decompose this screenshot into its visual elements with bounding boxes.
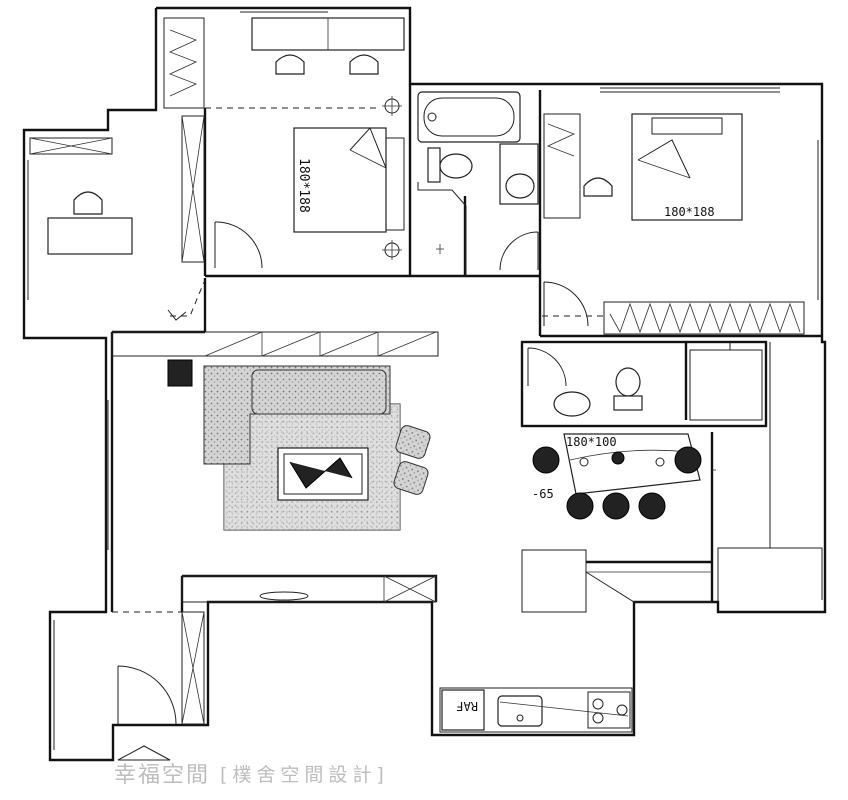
bathtub [417,91,521,143]
armchair [393,461,429,495]
pillar [167,359,193,387]
master-chair-1 [275,54,305,75]
sink [553,391,591,417]
master-bath [417,91,539,276]
entry-door [117,665,177,725]
stove [587,691,631,729]
hall-cabinet [111,331,439,357]
master-chair-2 [349,54,379,75]
guest-bath [527,342,763,421]
door-swing [499,231,539,271]
dining-area: 180*100 -65 [532,433,716,520]
dining-chair [674,446,702,474]
door-swing [527,347,567,387]
lamp-icon [382,240,402,260]
dining-dim: -65 [532,487,554,501]
watermark: 幸福空間 [樸舍空間設計] [114,759,389,788]
entrance [112,611,205,761]
dining-table [563,433,701,495]
toilet-bowl [615,367,641,397]
living-room [167,359,431,531]
second-bedroom: 180*188 [542,113,805,335]
sink [505,173,535,199]
watermark-designer: [樸舍空間設計] [220,763,389,786]
master-bed-size: 180*188 [296,158,311,213]
bedroom-chair [583,177,613,197]
study-chair [73,191,103,215]
door-swing [543,281,589,327]
windows [27,11,819,750]
dining-table-size: 180*100 [566,435,617,449]
dining-chair [602,492,630,520]
master-bed [293,127,387,233]
coffee-table [277,447,369,501]
home-icon [117,745,171,761]
study-desk [47,217,133,255]
study-room [29,115,205,321]
pendant-light [259,591,309,601]
fridge-label: RAF [456,699,478,713]
dining-chair [566,492,594,520]
toilet-tank [427,147,441,183]
master-bedroom: 180*188 [163,17,405,269]
armchair [395,425,431,459]
second-bed-size: 180*188 [664,205,715,219]
toilet-bowl [439,153,473,179]
kitchen-sink [497,695,543,727]
kitchen: RAF [181,571,712,733]
fridge [441,689,485,731]
second-bed [631,113,743,221]
toilet-tank [613,395,643,411]
dining-chair [638,492,666,520]
watermark-brand: 幸福空間 [114,763,211,788]
lamp-icon [382,96,402,116]
dining-chair [532,446,560,474]
door-swing [214,221,263,269]
